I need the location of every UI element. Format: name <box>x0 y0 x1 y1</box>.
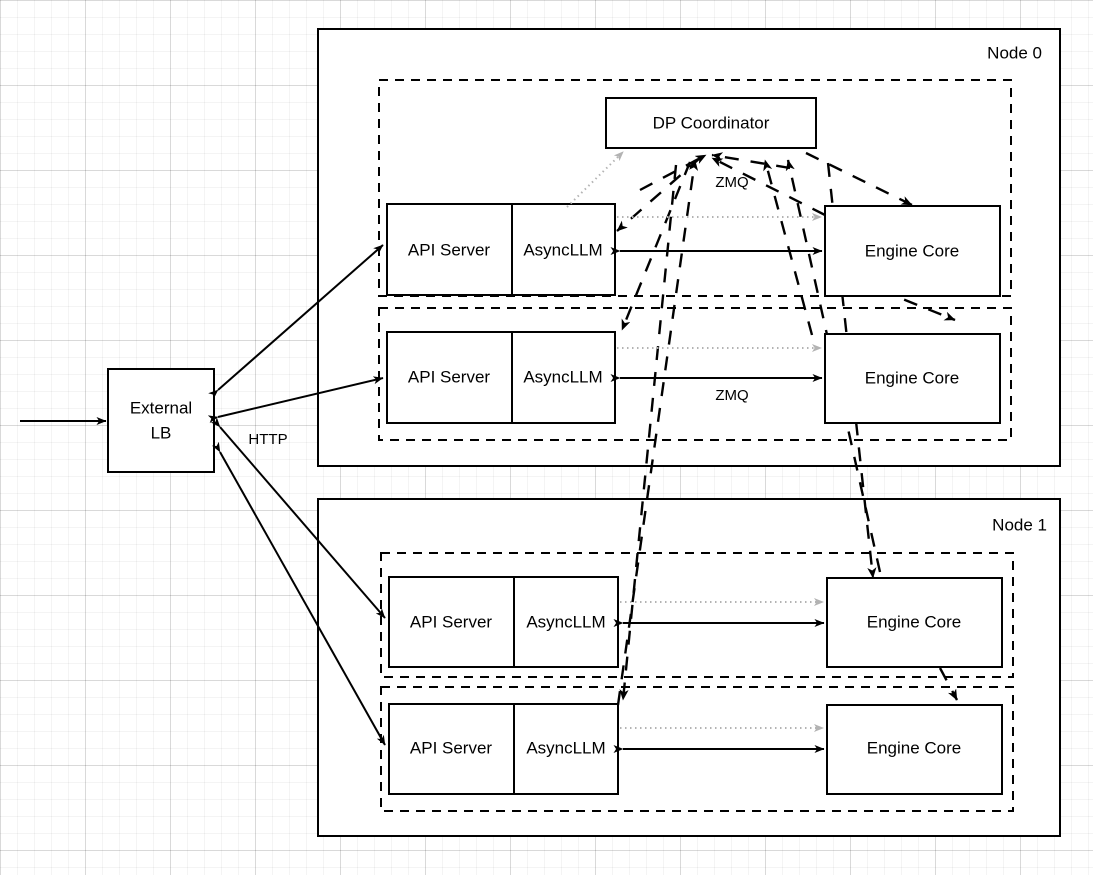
edge-coordinator-to-n0dp0-core <box>805 151 913 207</box>
edge-n0dp0-core-to-coordinator <box>711 156 826 217</box>
node0-dp0-engine-core-label: Engine Core <box>865 241 960 260</box>
edges-lb-http: HTTP <box>207 244 386 746</box>
node0-dp0-group <box>378 79 1012 297</box>
node1-dp1-api-server-label: API Server <box>410 738 493 757</box>
node0-dp1-api-server-label: API Server <box>408 367 491 386</box>
node-1-label: Node 1 <box>992 515 1047 534</box>
node1-dp0-api-server-label: API Server <box>410 612 493 631</box>
node0-dp1-asyncllm-label: AsyncLLM <box>523 367 602 386</box>
node1-dp0-group <box>380 552 1014 678</box>
edges-dashed-overlay <box>639 152 791 192</box>
node0-dp0-api-box: API Server AsyncLLM <box>386 203 616 296</box>
external-lb-label-line2: LB <box>151 423 172 442</box>
dp-coordinator-box: DP Coordinator <box>605 97 817 149</box>
node1-dp1-group <box>380 686 1014 812</box>
node0-dp1-api-box: API Server AsyncLLM <box>386 331 616 424</box>
edge-arrowhead-coordinator-in-left <box>639 153 707 192</box>
node0-dp1-engine-core-label: Engine Core <box>865 368 960 387</box>
external-lb-label-line1: External <box>130 398 192 417</box>
zmq-label-top: ZMQ <box>715 174 748 191</box>
node0-dp0-asyncllm-label: AsyncLLM <box>523 240 602 259</box>
edge-n1dp0-core-to-n1dp1-core <box>938 667 959 701</box>
node0-dp1-engine-core-box: Engine Core <box>824 333 1001 424</box>
edge-lb-to-n0dp0-api <box>208 244 384 400</box>
node1-dp1-engine-core-label: Engine Core <box>867 738 962 757</box>
node1-dp0-engine-core-label: Engine Core <box>867 612 962 631</box>
node0-dp0-api-server-label: API Server <box>408 240 491 259</box>
node0-dp0-engine-core-box: Engine Core <box>824 205 1001 297</box>
http-edge-label: HTTP <box>248 431 287 448</box>
edge-lb-to-n0dp1-api <box>207 376 384 424</box>
node1-dp1-api-box: API Server AsyncLLM <box>388 703 619 795</box>
node1-dp1-asyncllm-label: AsyncLLM <box>526 738 605 757</box>
edge-coordinator-to-n0dp1-async <box>620 161 692 331</box>
edge-n0dp0-async-to-coordinator-dotted <box>566 151 624 208</box>
edge-arrowhead-coordinator-in-right <box>711 152 791 170</box>
node-0-label: Node 0 <box>987 43 1042 62</box>
dp-coordinator-label: DP Coordinator <box>653 113 770 132</box>
node1-dp0-asyncllm-label: AsyncLLM <box>526 612 605 631</box>
edge-lb-to-n1dp1-api <box>211 441 386 746</box>
zmq-label-mid: ZMQ <box>715 387 748 404</box>
external-lb-box: External LB <box>107 368 215 473</box>
edge-coordinator-to-n0dp0-async <box>616 157 701 232</box>
node1-dp0-api-box: API Server AsyncLLM <box>388 576 619 668</box>
node1-dp1-engine-core-box: Engine Core <box>826 704 1003 795</box>
node1-dp0-engine-core-box: Engine Core <box>826 577 1003 668</box>
